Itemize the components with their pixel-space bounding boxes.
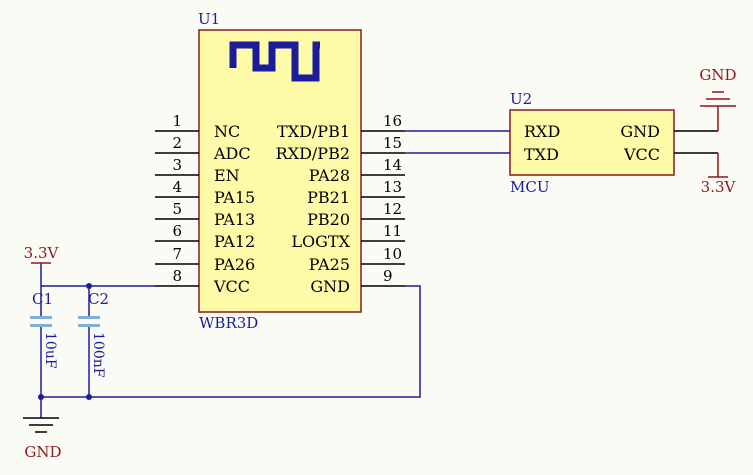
pin-name: PA13 <box>214 210 255 229</box>
junction-dot <box>86 283 92 289</box>
capacitor-c2: C2 100nF <box>78 290 109 378</box>
pin-number: 4 <box>172 178 182 196</box>
wire-gnd <box>41 285 421 398</box>
pin-name: PA25 <box>309 255 350 274</box>
pin-name: TXD/PB1 <box>277 122 350 141</box>
u1-right-pin-names: TXD/PB1 RXD/PB2 PA28 PB21 PB20 LOGTX PA2… <box>276 122 351 296</box>
gnd-symbol-bottom-icon <box>23 417 59 433</box>
pin-name: ADC <box>213 144 251 163</box>
pin-name: GND <box>310 277 350 296</box>
c1-plate-bottom <box>30 324 52 327</box>
u1-right-pin-numbers: 16 15 14 13 12 11 10 9 <box>383 112 402 285</box>
u2-pin-rxd: RXD <box>524 122 560 141</box>
pin-number: 11 <box>383 222 402 240</box>
pin-name: PA26 <box>214 255 255 274</box>
pin-number: 14 <box>383 156 402 174</box>
pin-number: 6 <box>172 222 182 240</box>
pin-name: RXD/PB2 <box>276 144 350 163</box>
c1-plate-top <box>30 316 52 319</box>
pin-number: 9 <box>383 267 393 285</box>
antenna-logo-icon <box>229 41 320 82</box>
pin-number: 10 <box>383 245 402 263</box>
pin-number: 7 <box>172 245 182 263</box>
u2-right-pin-lines <box>674 130 718 154</box>
pin-name: VCC <box>213 277 250 296</box>
c1-ref: C1 <box>32 290 53 308</box>
c2-ref: C2 <box>88 290 109 308</box>
c2-plate-top <box>78 316 100 319</box>
vcc-symbol-right-icon <box>708 153 728 178</box>
junction-dot <box>86 394 92 400</box>
vcc-right-label: 3.3V <box>701 178 737 196</box>
gnd-top-label: GND <box>699 66 736 84</box>
gnd-symbol-top-icon <box>700 91 736 131</box>
wires <box>40 130 510 418</box>
pin-number: 3 <box>172 156 182 174</box>
pin-number: 12 <box>383 200 402 218</box>
u2-pin-gnd: GND <box>620 122 660 141</box>
gnd-bottom-label: GND <box>24 443 61 461</box>
u2-ref: U2 <box>510 90 532 108</box>
u1-left-pin-names: NC ADC EN PA15 PA13 PA12 PA26 VCC <box>213 122 255 296</box>
c2-plate-bottom <box>78 324 100 327</box>
u1-part: WBR3D <box>199 314 258 332</box>
capacitor-c1: C1 10uF <box>30 290 58 369</box>
pin-number: 13 <box>383 178 402 196</box>
c1-value: 10uF <box>42 332 58 369</box>
pin-name: EN <box>214 166 240 185</box>
pin-name: PA12 <box>214 232 255 251</box>
u1-left-pin-numbers: 1 2 3 4 5 6 7 8 <box>172 112 182 285</box>
u2-part: MCU <box>510 178 549 196</box>
pin-number: 8 <box>172 267 182 285</box>
pin-number: 5 <box>172 200 182 218</box>
u2-pin-vcc: VCC <box>623 145 660 164</box>
pin-name: NC <box>214 122 240 141</box>
pin-number: 2 <box>172 134 182 152</box>
pin-name: PA28 <box>309 166 350 185</box>
u2-body <box>509 109 675 176</box>
pin-number: 1 <box>172 112 182 130</box>
junction-dot <box>38 394 44 400</box>
u2-mcu: U2 MCU RXD TXD GND VCC <box>509 90 675 196</box>
pin-name: LOGTX <box>291 232 350 251</box>
pin-name: PB21 <box>307 188 350 207</box>
u2-pin-txd: TXD <box>524 145 559 164</box>
u1-body <box>198 29 362 313</box>
pin-number: 15 <box>383 134 402 152</box>
u1-module: U1 WBR3D <box>198 10 362 332</box>
pin-number: 16 <box>383 112 402 130</box>
u1-right-pin-lines <box>361 130 405 287</box>
pin-name: PA15 <box>214 188 255 207</box>
c2-value: 100nF <box>90 332 106 378</box>
u1-ref: U1 <box>198 10 220 28</box>
vcc-left-label: 3.3V <box>24 244 60 262</box>
pin-name: PB20 <box>307 210 350 229</box>
u1-left-pin-lines <box>155 130 199 287</box>
